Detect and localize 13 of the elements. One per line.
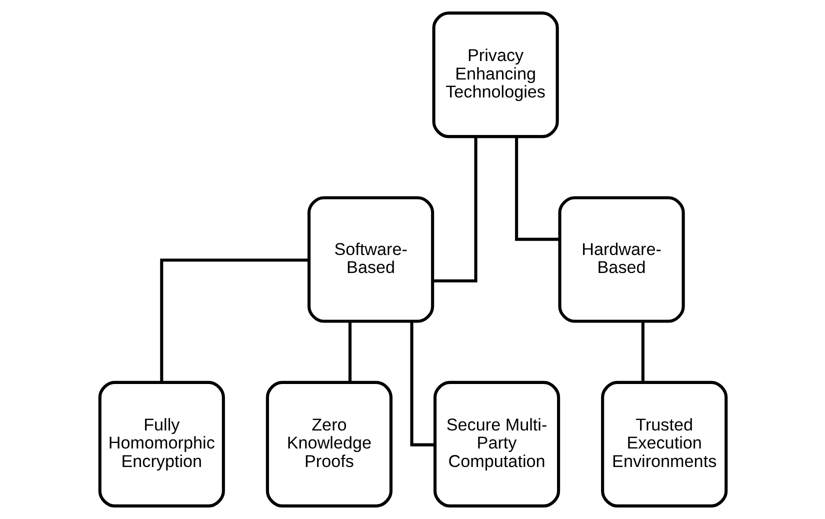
- node-box: Secure Multi-Party Computation: [432, 380, 560, 508]
- connector: [640, 322, 644, 382]
- node-box: Fully Homomorphic Encryption: [98, 380, 224, 508]
- connector: [410, 322, 434, 446]
- node-box: Software-Based: [307, 196, 434, 323]
- connector: [432, 136, 477, 282]
- node-box: Privacy Enhancing Technologies: [432, 12, 558, 138]
- node-box: Trusted Execution Environments: [600, 380, 728, 508]
- connector: [348, 322, 352, 382]
- connector: [514, 137, 559, 241]
- node-box: Hardware-Based: [558, 196, 684, 323]
- connector: [160, 258, 308, 382]
- node-box: Zero Knowledge Proofs: [265, 380, 392, 508]
